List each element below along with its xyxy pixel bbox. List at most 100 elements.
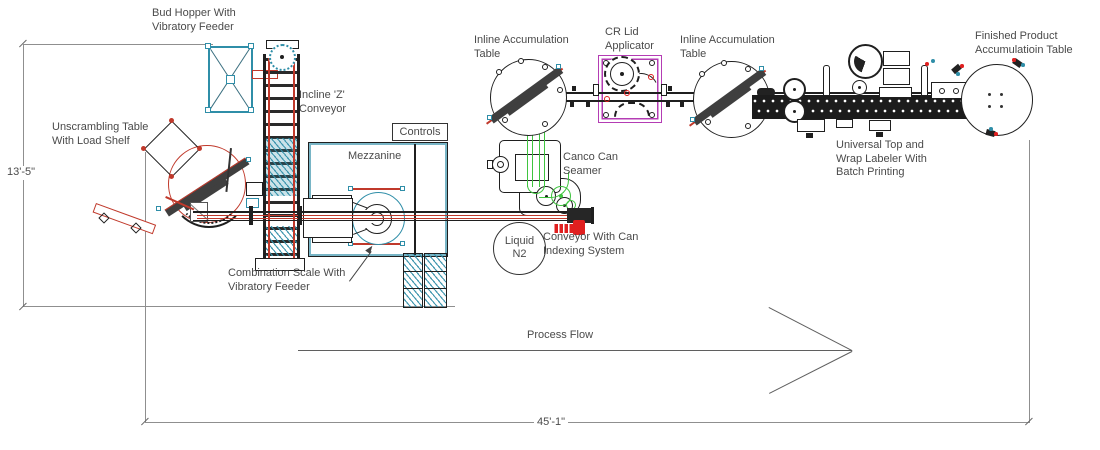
stair-step: [425, 272, 446, 290]
hopper-corner: [205, 107, 211, 113]
table-rim-can: [542, 121, 548, 127]
upper-conveyor-rail: [563, 100, 697, 102]
labeler-base-unit: [836, 119, 853, 128]
incline-z-label: Incline 'Z' Conveyor: [299, 89, 347, 115]
bar-end-cap: [690, 117, 695, 122]
sensor-marker: [604, 96, 610, 102]
roll-hub: [793, 110, 796, 113]
controls-box: Controls: [392, 123, 448, 141]
stair-step: [404, 272, 422, 290]
sensor-dot: [925, 62, 929, 66]
inline-accumulation-2-label: Inline Accumulation Table: [680, 34, 775, 60]
frame-corner-bolt: [603, 112, 609, 118]
clamp-marker: [994, 132, 998, 136]
transfer-chain: [757, 88, 775, 97]
conveyor-anchor: [586, 101, 590, 107]
labeler-base-unit: [797, 119, 825, 132]
frame-side-tab: [661, 84, 667, 96]
z-conveyor-rail: [297, 54, 300, 260]
process-flow-arrow-upper: [768, 307, 853, 352]
bud-hopper-label: Bud Hopper With Vibratory Feeder: [152, 7, 236, 33]
length-dimension-line: [145, 422, 1030, 423]
conveyor-anchor: [680, 101, 684, 107]
sensor-marker: [648, 74, 654, 80]
dimension-tick: [1025, 417, 1033, 426]
canco-seamer-label: Canco Can Seamer: [563, 151, 619, 177]
shelf-corner-marker: [197, 146, 202, 151]
wheel-hub: [563, 204, 566, 207]
liquid-n2-doser: Liquid N2: [493, 222, 546, 275]
roller-hub: [858, 86, 861, 89]
z-conveyor-belt-section: [266, 138, 297, 196]
z-conveyor-rail: [263, 54, 266, 260]
printer-knob: [939, 88, 945, 94]
accumulation-table-1: [486, 58, 567, 136]
labeler-post: [921, 65, 928, 96]
table-center-pin: [988, 105, 991, 108]
sprocket-hub: [280, 55, 284, 59]
table-center-pin: [1000, 93, 1003, 96]
stair-step: [404, 254, 422, 272]
conveyor-end-drive: [567, 208, 591, 223]
conveyor-anchor: [666, 101, 670, 107]
roll-hub: [793, 88, 796, 91]
sensor-marker: [624, 90, 630, 96]
scale-frame-corner: [400, 241, 405, 246]
seamer-lid-chute: [527, 132, 533, 187]
process-flow-arrow-lower: [769, 350, 853, 395]
stair-step: [425, 254, 446, 272]
labeler-base-unit: [869, 120, 891, 131]
table-rim-can: [745, 123, 751, 129]
stairs-column: [424, 253, 447, 308]
height-dimension-label: 13'-5": [5, 166, 38, 180]
table-rim-can: [542, 64, 548, 70]
scale-frame-corner: [348, 186, 353, 191]
arm-end-cap: [156, 206, 161, 211]
reel-wedge: [854, 50, 877, 73]
can-indexing-unit: [553, 224, 575, 233]
finished-product-label: Finished Product Accumulatioin Table: [975, 30, 1073, 56]
scale-hook-opening: [360, 210, 372, 228]
upper-conveyor-rail: [563, 92, 697, 94]
process-flow-line: [298, 350, 852, 352]
seamer-motor-shaft: [487, 160, 493, 169]
labeler-head: [879, 87, 912, 98]
z-conveyor-red-rail: [293, 58, 295, 258]
frame-corner-bolt: [649, 60, 655, 66]
conveyor-anchor: [572, 86, 576, 91]
bottom-extension-line: [23, 306, 455, 307]
table-rim-can: [496, 69, 502, 75]
table-comb-teeth: [176, 158, 242, 224]
lid-feed-disc: [551, 186, 571, 206]
clamp-marker: [956, 72, 960, 76]
label-reel: [848, 44, 883, 79]
mezzanine-wall: [414, 144, 416, 255]
table-rim-can: [557, 87, 563, 93]
clamp-marker: [1021, 63, 1025, 67]
combination-scale-label: Combination Scale With Vibratory Feeder: [228, 267, 346, 293]
clamp-marker: [1012, 58, 1016, 62]
printer-knob: [953, 88, 959, 94]
scale-frame-edge: [350, 188, 404, 190]
machine-foot: [876, 132, 883, 137]
bar-end-cap: [487, 115, 492, 120]
shelf-corner-marker: [169, 118, 174, 123]
conveyor-support: [249, 206, 253, 225]
scale-frame-corner: [400, 186, 405, 191]
bar-end-cap: [556, 64, 561, 69]
unscrambling-label: Unscrambling Table With Load Shelf: [52, 121, 149, 147]
z-conveyor-sidebox: [246, 182, 263, 196]
frame-side-tab: [593, 84, 599, 96]
upper-conveyor-rail: [766, 92, 966, 94]
lid-feed-hub: [559, 194, 563, 198]
clamp-marker: [960, 64, 964, 68]
hopper-outlet: [226, 75, 235, 84]
bar-end-cap: [759, 66, 764, 71]
hopper-corner: [248, 43, 254, 49]
table-rim-can: [699, 71, 705, 77]
seamer-motor-hub: [497, 161, 504, 168]
table-rim-can: [502, 117, 508, 123]
table-guide-arc: [170, 150, 248, 228]
cr-lid-label: CR Lid Applicator: [605, 26, 654, 52]
